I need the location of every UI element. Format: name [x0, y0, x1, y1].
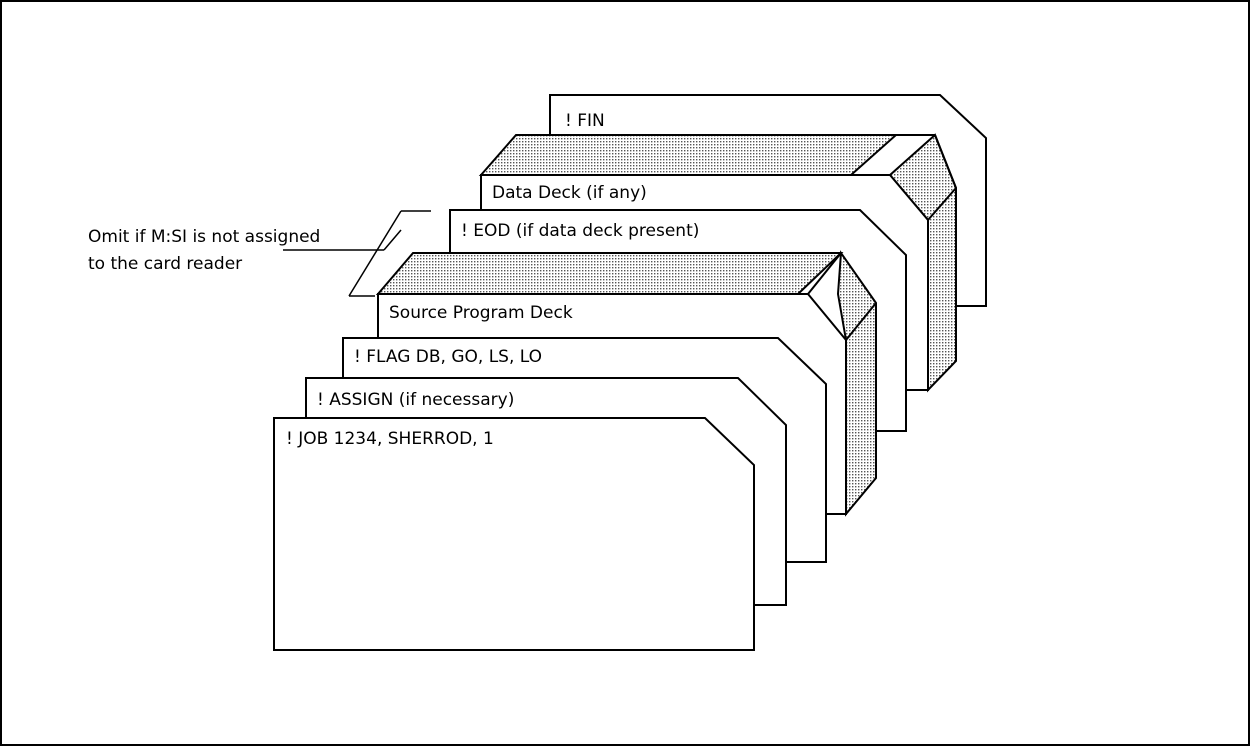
annotation-bracket-diagonal — [348, 210, 402, 297]
omit-note-line-1: Omit if M:SI is not assigned — [88, 227, 320, 247]
card-label-job: ! JOB 1234, SHERROD, 1 — [286, 429, 494, 449]
card-label-source-deck: Source Program Deck — [389, 303, 573, 323]
card-label-flag: ! FLAG DB, GO, LS, LO — [354, 347, 542, 367]
omit-annotation: Omit if M:SI is not assigned to the card… — [88, 210, 431, 297]
card-label-eod: ! EOD (if data deck present) — [461, 221, 699, 241]
card-label-assign: ! ASSIGN (if necessary) — [317, 390, 514, 410]
omit-note-line-2: to the card reader — [88, 254, 242, 274]
annotation-bracket-upper — [383, 229, 402, 251]
card-label-data-deck: Data Deck (if any) — [492, 183, 647, 203]
card-label-fin: ! FIN — [565, 111, 605, 131]
card-job: ! JOB 1234, SHERROD, 1 — [273, 417, 755, 651]
